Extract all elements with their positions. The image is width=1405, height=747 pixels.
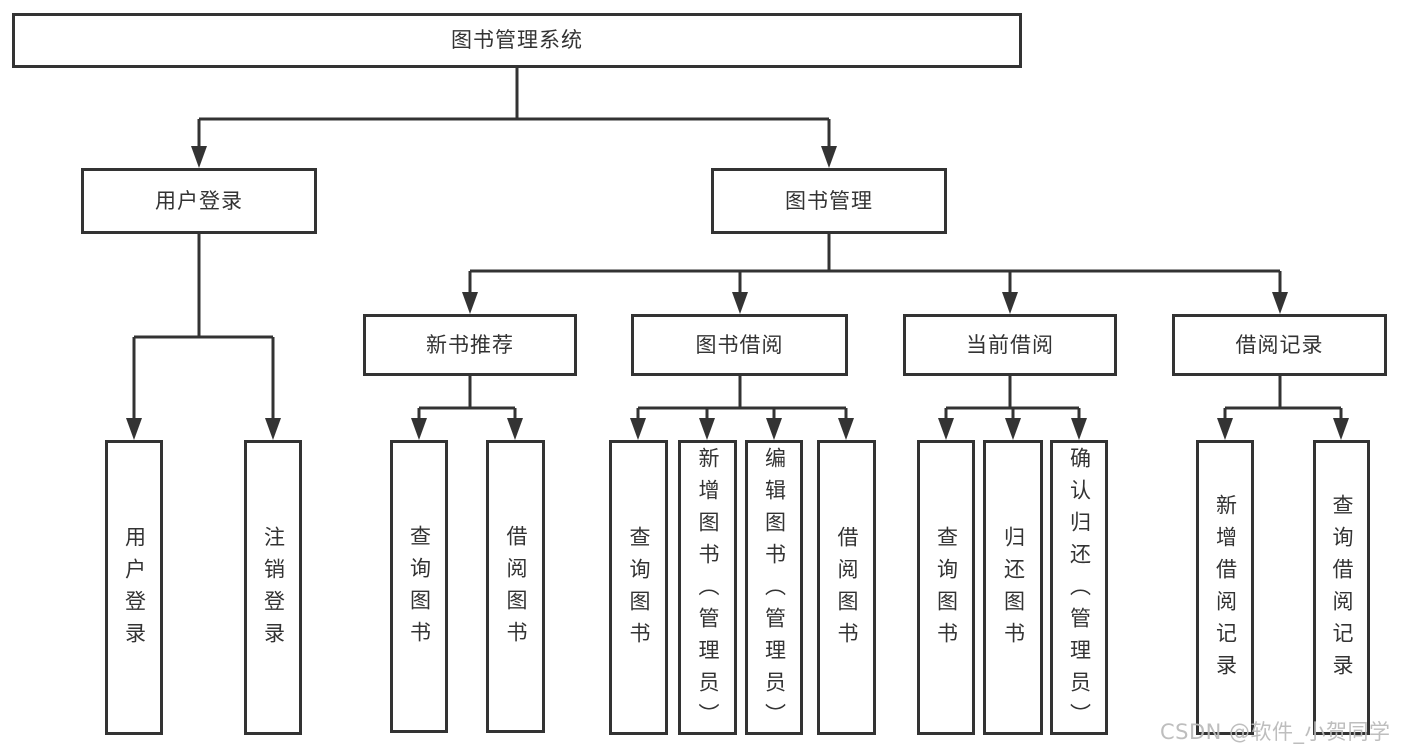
- node-cb-return-label: 归还图书: [1001, 525, 1026, 654]
- arrow-head: [938, 418, 954, 440]
- node-nbr-borrow-label: 借阅图书: [504, 524, 528, 653]
- node-br-query: 查询借阅记录: [1313, 440, 1370, 735]
- arrow-head: [1217, 418, 1233, 440]
- node-nbr-query: 查询图书: [390, 440, 448, 733]
- node-logout-label: 注销登录: [261, 525, 286, 654]
- arrow-head: [630, 418, 646, 440]
- arrow-head: [507, 418, 523, 440]
- node-new-book-rec: 新书推荐: [363, 314, 577, 376]
- node-bb-add: 新增图书（管理员）: [678, 440, 737, 735]
- arrow-head: [732, 292, 748, 314]
- arrow-head: [766, 418, 782, 440]
- node-book-borrow-label: 图书借阅: [695, 332, 784, 357]
- node-cb-confirm-label: 确认归还（管理员）: [1067, 447, 1092, 735]
- node-bb-borrow-label: 借阅图书: [835, 525, 859, 654]
- node-bb-query: 查询图书: [609, 440, 668, 735]
- arrow-head: [126, 418, 142, 440]
- arrow-head: [1071, 418, 1087, 440]
- node-book-mgmt-label: 图书管理: [785, 188, 873, 213]
- node-cb-query: 查询图书: [917, 440, 975, 735]
- node-root-label: 图书管理系统: [451, 28, 583, 52]
- arrow-head: [1005, 418, 1021, 440]
- node-br-add: 新增借阅记录: [1196, 440, 1254, 735]
- node-borrow-records: 借阅记录: [1172, 314, 1387, 376]
- node-bb-add-label: 新增图书（管理员）: [696, 447, 720, 735]
- node-new-book-rec-label: 新书推荐: [426, 332, 514, 357]
- arrow-head: [462, 292, 478, 314]
- arrow-head: [838, 418, 854, 440]
- node-bb-query-label: 查询图书: [627, 525, 651, 654]
- node-nbr-query-label: 查询图书: [407, 524, 432, 653]
- watermark: CSDN @软件_小贺同学: [1160, 720, 1391, 744]
- node-user-login: 用户登录: [105, 440, 163, 735]
- node-cb-confirm: 确认归还（管理员）: [1050, 440, 1108, 735]
- node-bb-edit-label: 编辑图书（管理员）: [762, 447, 787, 735]
- node-br-query-label: 查询借阅记录: [1330, 493, 1354, 686]
- node-root: 图书管理系统: [12, 13, 1022, 68]
- arrow-head: [699, 418, 715, 440]
- node-user-login-group-label: 用户登录: [155, 188, 243, 213]
- arrow-head: [411, 418, 427, 440]
- node-current-borrow-label: 当前借阅: [966, 332, 1054, 357]
- arrow-head: [1272, 292, 1288, 314]
- node-cb-query-label: 查询图书: [934, 525, 959, 654]
- node-nbr-borrow: 借阅图书: [486, 440, 545, 733]
- node-borrow-records-label: 借阅记录: [1235, 332, 1324, 357]
- arrow-head: [1002, 292, 1018, 314]
- node-user-login-label: 用户登录: [122, 525, 147, 654]
- node-bb-edit: 编辑图书（管理员）: [745, 440, 803, 735]
- arrow-head: [265, 418, 281, 440]
- arrow-head: [821, 146, 837, 168]
- node-book-mgmt: 图书管理: [711, 168, 947, 234]
- node-user-login-group: 用户登录: [81, 168, 317, 234]
- node-logout: 注销登录: [244, 440, 302, 735]
- arrow-head: [1333, 418, 1349, 440]
- node-current-borrow: 当前借阅: [903, 314, 1117, 376]
- node-bb-borrow: 借阅图书: [817, 440, 876, 735]
- node-cb-return: 归还图书: [983, 440, 1043, 735]
- node-book-borrow: 图书借阅: [631, 314, 848, 376]
- node-br-add-label: 新增借阅记录: [1213, 493, 1238, 686]
- arrow-head: [191, 146, 207, 168]
